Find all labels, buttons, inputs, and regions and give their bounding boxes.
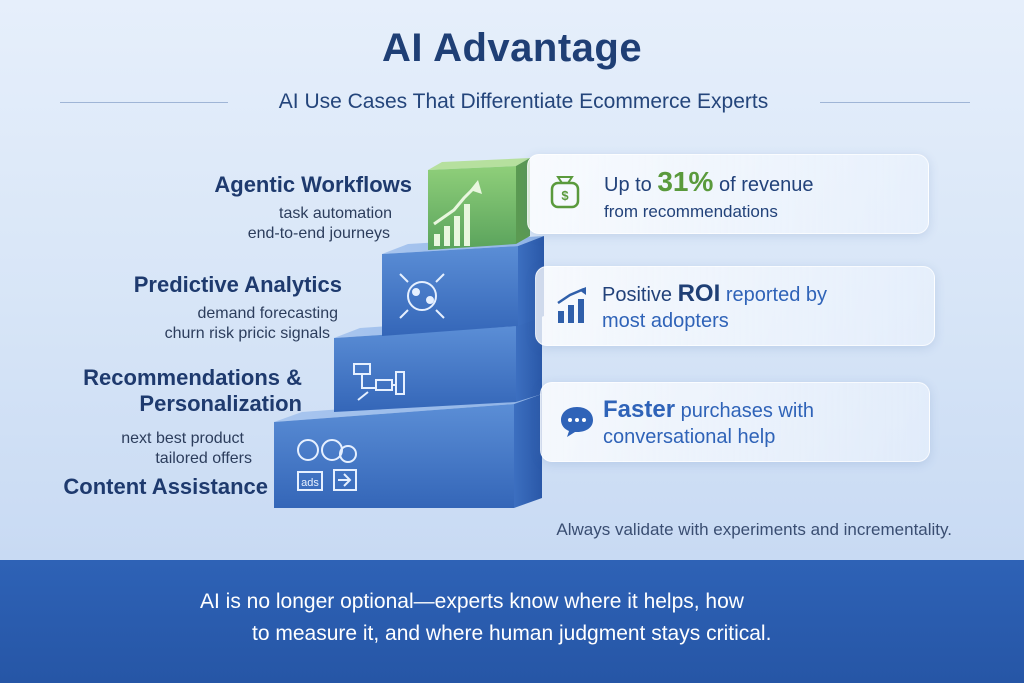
card-text-post: of revenue bbox=[713, 174, 814, 196]
bar-chart-icon bbox=[557, 287, 586, 323]
flowchart-icon bbox=[353, 363, 405, 401]
bottom-banner: AI is no longer optional—experts know wh… bbox=[0, 560, 1024, 683]
page-title: AI Advantage bbox=[381, 26, 643, 70]
stat-card-revenue: $ Up to 31% of revenue from recommendati… bbox=[527, 154, 929, 234]
step-detail: end-to-end journeys bbox=[247, 225, 390, 242]
stat-card-roi: Positive ROI reported by most adopters bbox=[535, 266, 935, 346]
card-highlight: 31% bbox=[657, 166, 714, 197]
stat-card-purchases: Faster purchases with conversational hel… bbox=[540, 382, 930, 462]
merge-icon bbox=[333, 469, 357, 491]
card-highlight: Faster bbox=[603, 396, 676, 423]
card-text-post: reported by bbox=[720, 284, 827, 306]
subtitle: AI Use Cases That Differentiate Ecommerc… bbox=[278, 90, 769, 113]
step-detail: task automation bbox=[279, 205, 392, 222]
banner-line-1: AI is no longer optional—experts know wh… bbox=[200, 590, 744, 613]
card-text-line2: conversational help bbox=[603, 426, 776, 448]
banner-text: AI is no longer optional—experts know wh… bbox=[200, 586, 840, 650]
validation-note: Always validate with experiments and inc… bbox=[556, 520, 952, 539]
card-highlight: ROI bbox=[677, 280, 721, 307]
step-label-predictive: Predictive Analytics demand forecasting … bbox=[90, 272, 342, 344]
card-text-pre: Up to bbox=[604, 174, 658, 196]
brain-network-icon bbox=[399, 273, 445, 319]
step-title: Agentic Workflows bbox=[214, 172, 412, 197]
step-label-agentic: Agentic Workflows task automation end-to… bbox=[150, 172, 412, 244]
divider-left bbox=[60, 102, 228, 103]
step-detail: next best product bbox=[121, 430, 244, 447]
ads-icon: ads bbox=[297, 471, 323, 491]
step-block-predictive bbox=[382, 236, 544, 336]
card-text-line2: from recommendations bbox=[604, 202, 778, 221]
divider-right bbox=[820, 102, 970, 103]
step-title: Recommendations & bbox=[83, 365, 302, 390]
step-title: Content Assistance bbox=[63, 474, 268, 499]
ads-icon-text: ads bbox=[301, 477, 319, 489]
step-detail: churn risk pricic signals bbox=[164, 325, 330, 342]
growth-chart-icon bbox=[433, 180, 482, 246]
svg-text:$: $ bbox=[561, 188, 569, 203]
card-text-line2: most adopters bbox=[602, 310, 729, 332]
step-detail: demand forecasting bbox=[197, 305, 338, 322]
step-block-agentic bbox=[428, 158, 530, 250]
card-text-post: purchases with bbox=[675, 400, 815, 422]
card-text-pre: Positive bbox=[602, 284, 678, 306]
step-detail: tailored offers bbox=[155, 450, 252, 467]
staircase: ads bbox=[274, 158, 544, 508]
money-bag-icon: $ bbox=[550, 176, 580, 209]
step-label-recommendations: Recommendations & Personalization next b… bbox=[52, 365, 302, 469]
banner-line-2: to measure it, and where human judgment … bbox=[252, 622, 772, 645]
step-label-content: Content Assistance bbox=[40, 474, 268, 500]
step-title: Predictive Analytics bbox=[133, 272, 342, 297]
chat-bubble-icon bbox=[561, 407, 593, 437]
step-title: Personalization bbox=[139, 391, 302, 416]
people-icon bbox=[297, 439, 357, 463]
subtitle-row: AI Use Cases That Differentiate Ecommerc… bbox=[60, 88, 970, 116]
